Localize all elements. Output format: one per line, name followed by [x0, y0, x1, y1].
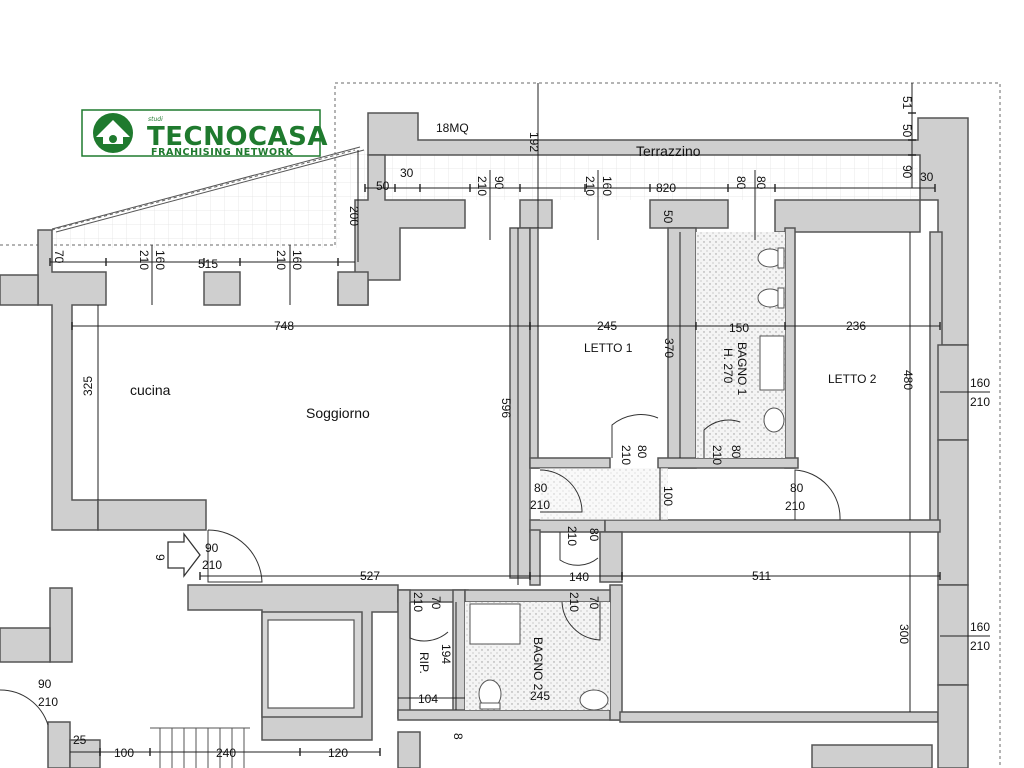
dim-label: 210: [970, 395, 990, 409]
dim-label: 80: [729, 445, 743, 459]
dim-label: 104: [418, 692, 438, 706]
dim-label: 240: [216, 746, 236, 760]
bath2-fixtures: [469, 603, 609, 711]
dim-label: 160: [970, 376, 990, 390]
dim-label: 245: [530, 689, 550, 703]
dim-label: 50: [661, 210, 675, 224]
dim-label: 370: [662, 338, 676, 358]
room-bagno-2: BAGNO 2: [531, 637, 545, 691]
tecnocasa-logo: studi TECNOCASA FRANCHISING NETWORK: [81, 109, 328, 158]
dim-label: 210: [583, 176, 597, 196]
dim-label: 210: [785, 499, 805, 513]
dim-label: 210: [38, 695, 58, 709]
room-letto-1: LETTO 1: [584, 341, 633, 355]
bagno-1-height: H. 270: [721, 348, 735, 384]
dim-label: 70: [429, 596, 443, 610]
room-bagno-1: BAGNO 1: [735, 342, 749, 396]
dim-label: 30: [920, 170, 934, 184]
dim-label: 90: [205, 541, 219, 555]
dim-label: 515: [198, 257, 218, 271]
dim-label: 527: [360, 569, 380, 583]
dim-label: 51: [900, 96, 914, 110]
corridor-floor: [540, 468, 668, 520]
dim-label: 210: [274, 250, 288, 270]
dim-label: 480: [901, 370, 915, 390]
dim-label: 100: [661, 486, 675, 506]
dim-label: 150: [729, 321, 749, 335]
boundary-lines: [0, 82, 1001, 768]
dim-label: 748: [274, 319, 294, 333]
dim-label: 9: [153, 554, 167, 561]
dim-label: 100: [114, 746, 134, 760]
logo-tagline: FRANCHISING NETWORK: [151, 147, 294, 158]
dim-label: 90: [492, 176, 506, 190]
room-terrazzino: Terrazzino: [636, 143, 701, 159]
dim-label: 160: [970, 620, 990, 634]
room-letto-2: LETTO 2: [828, 372, 877, 386]
dim-label: 210: [710, 445, 724, 465]
room-labels: Terrazzino 18MQ cucina Soggiorno LETTO 1…: [130, 121, 877, 691]
dim-label: 596: [499, 398, 513, 418]
bath1-fixtures: [757, 247, 785, 433]
dim-label: 210: [202, 558, 222, 572]
logo-brand: TECNOCASA: [147, 122, 328, 152]
dim-label: 300: [897, 624, 911, 644]
dim-label: 25: [73, 733, 87, 747]
dim-label: 80: [790, 481, 804, 495]
dim-label: 820: [656, 181, 676, 195]
dim-label: 30: [400, 166, 414, 180]
staircase: [150, 727, 250, 768]
dim-label: 325: [81, 376, 95, 396]
dim-label: 210: [411, 592, 425, 612]
room-cucina: cucina: [130, 382, 171, 398]
room-soggiorno: Soggiorno: [306, 405, 370, 421]
dim-label: 160: [290, 250, 304, 270]
dim-label: 120: [328, 746, 348, 760]
dim-label: 80: [734, 176, 748, 190]
dim-label: 210: [137, 250, 151, 270]
room-ripostiglio: RIP.: [417, 652, 431, 674]
dim-label: 80: [587, 528, 601, 542]
dim-label: 236: [846, 319, 866, 333]
dim-label: 90: [38, 677, 52, 691]
dim-label: 192: [527, 132, 541, 152]
dim-label: 70: [52, 250, 66, 264]
dim-label: 50: [376, 179, 390, 193]
dim-label: 160: [600, 176, 614, 196]
dim-label: 210: [619, 445, 633, 465]
dim-label: 200: [347, 206, 361, 226]
dim-label: 80: [754, 176, 768, 190]
dim-label: 210: [565, 526, 579, 546]
dim-label: 140: [569, 570, 589, 584]
dim-label: 80: [534, 481, 548, 495]
dimension-lines: [49, 83, 990, 756]
dim-label: 90: [900, 165, 914, 179]
dim-label: 210: [475, 176, 489, 196]
terrace-area-label: 18MQ: [436, 121, 469, 135]
dim-label: 194: [439, 644, 453, 664]
doors: [0, 414, 841, 726]
dim-label: 210: [567, 592, 581, 612]
dim-label: 210: [530, 498, 550, 512]
dim-label: 50: [900, 124, 914, 138]
dimension-labels: 51 50 90 30 192 50 30 210 90 210 160 820…: [38, 96, 990, 760]
dim-label: 160: [153, 250, 167, 270]
dim-label: 511: [752, 569, 771, 583]
entrance-arrow-icon: [167, 532, 201, 578]
dim-label: 245: [597, 319, 617, 333]
dim-label: 70: [587, 596, 601, 610]
dim-label: 210: [970, 639, 990, 653]
dim-label: 8: [451, 733, 465, 740]
elevator-shaft: [261, 611, 363, 718]
dim-label: 80: [635, 445, 649, 459]
logo-small-text: studi: [148, 116, 163, 123]
